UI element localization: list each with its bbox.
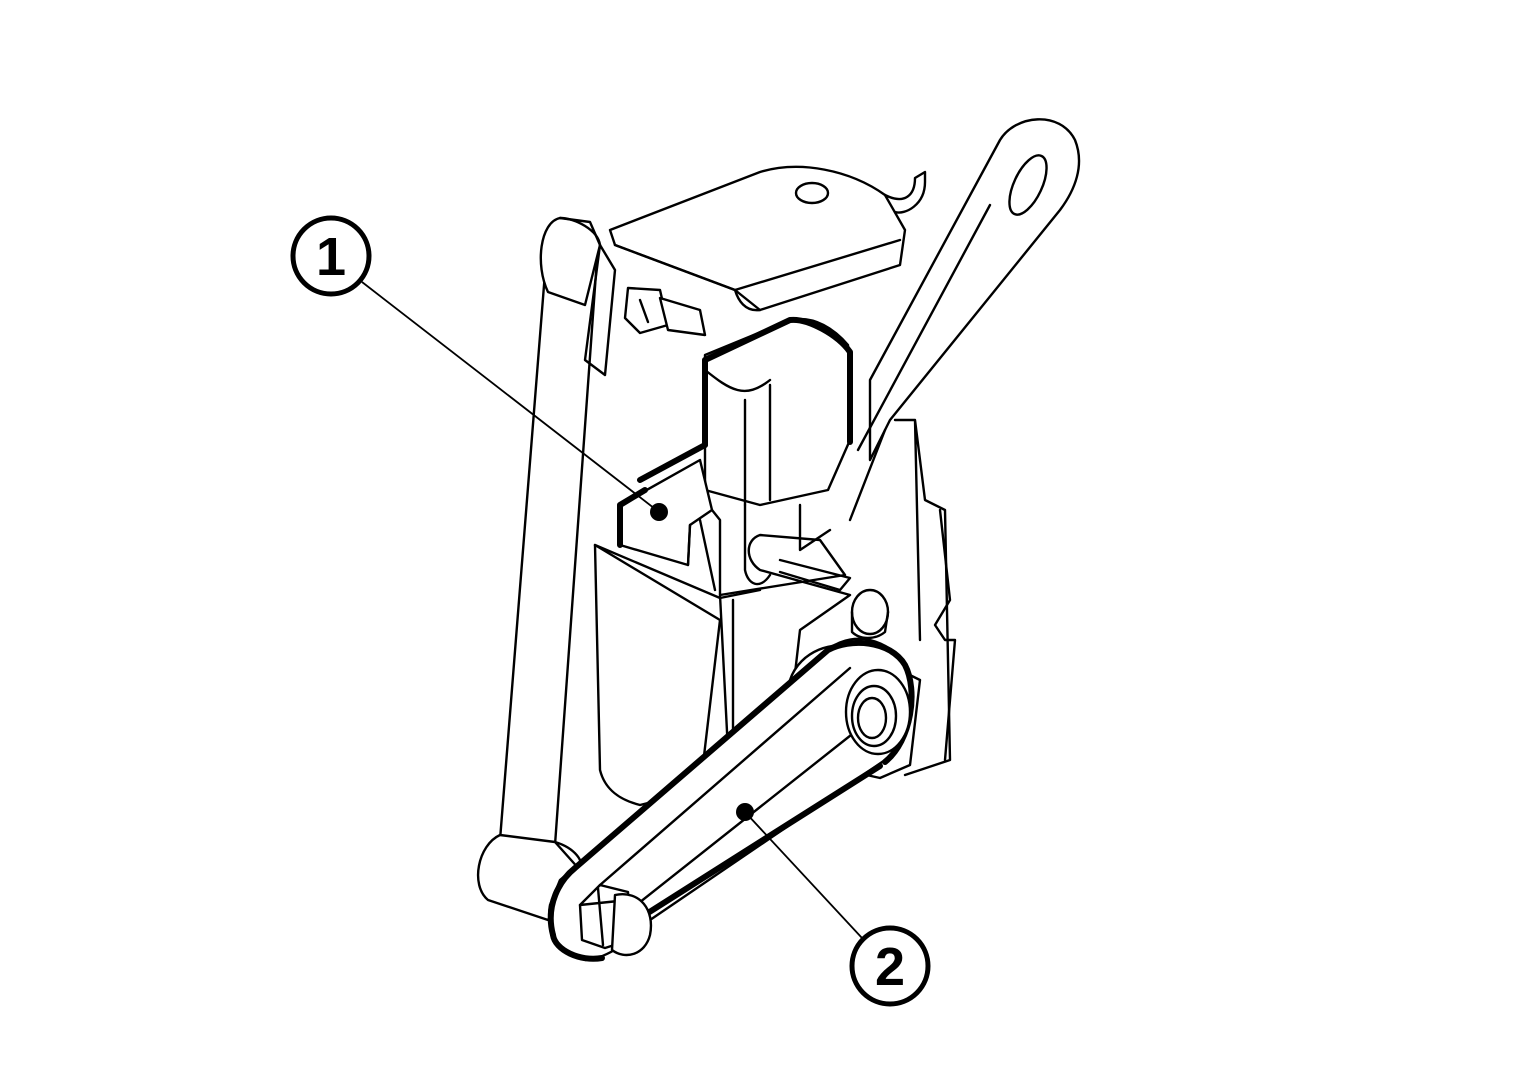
mounting-bracket <box>476 118 1081 922</box>
callout-1-dot <box>650 503 668 521</box>
callout-2-leader <box>744 811 863 939</box>
callout-1-leader <box>361 281 660 513</box>
callout-1: 1 <box>290 215 372 297</box>
sensor-link-rod <box>547 637 922 962</box>
callout-1-label: 1 <box>316 227 346 287</box>
callout-2: 2 <box>849 925 931 1007</box>
callout-2-label: 2 <box>875 937 905 997</box>
